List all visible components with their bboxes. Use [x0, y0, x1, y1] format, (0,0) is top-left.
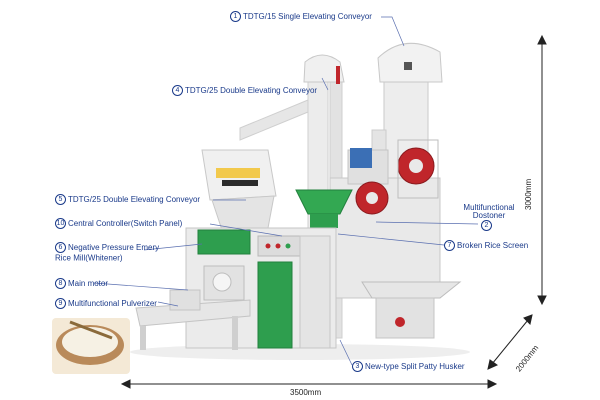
label-text: New-type Split Patty Husker	[365, 362, 465, 371]
broken-rice-screen	[361, 281, 462, 339]
label-text: Broken Rice Screen	[457, 241, 529, 250]
label-text: TDTG/25 Double Elevating Conveyor	[68, 195, 201, 204]
dimension-arrows	[120, 34, 547, 389]
label-text: Central Controller(Switch Panel)	[68, 219, 183, 228]
green-hopper	[295, 189, 353, 228]
label-text: TDTG/25 Double Elevating Conveyor	[185, 86, 318, 95]
destoner-and-husker-unit	[329, 139, 441, 299]
label-number: 4	[172, 85, 183, 96]
label-text: Multifunctional Pulverizer	[68, 299, 157, 308]
label-number: 2	[481, 220, 492, 231]
label-number: 5	[55, 194, 66, 205]
main-cabinet	[185, 227, 337, 349]
pulverizer-base	[135, 289, 251, 350]
label-text: Multifunctional Dostoner	[463, 203, 515, 221]
label-number: 3	[352, 361, 363, 372]
label-number: 10	[55, 218, 66, 229]
label-text: Negative Pressure Emery Rice Mill(Whiten…	[55, 243, 160, 263]
label-text: TDTG/15 Single Elevating Conveyor	[243, 12, 372, 21]
label-number: 6	[55, 242, 66, 253]
leader-lines	[93, 16, 479, 366]
label-number: 8	[55, 278, 66, 289]
dimension-width: 3500mm	[290, 388, 322, 397]
label-number: 7	[444, 240, 455, 251]
label-text: Main motor	[68, 279, 109, 288]
dimension-height: 3000mm	[524, 178, 533, 210]
grader-unit	[201, 149, 277, 231]
label-multifunctional-destoner-number: 2	[481, 220, 494, 231]
label-number: 1	[230, 11, 241, 22]
label-number: 9	[55, 298, 66, 309]
rice-bowl-photo	[52, 318, 130, 374]
label-multifunctional-destoner: Multifunctional Dostoner	[460, 203, 518, 221]
